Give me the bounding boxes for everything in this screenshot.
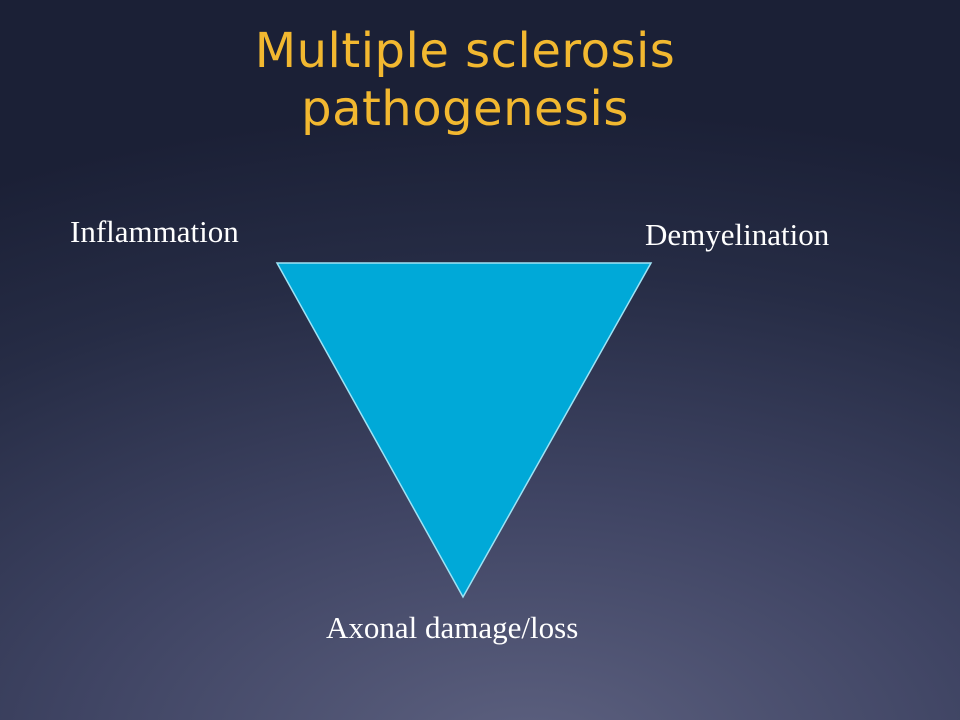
- title-line-1: Multiple sclerosis: [254, 23, 676, 79]
- title-line-2: pathogenesis: [301, 81, 629, 137]
- inflammation-label: Inflammation: [70, 214, 239, 249]
- demyelination-label: Demyelination: [645, 217, 830, 252]
- slide-title: Multiple sclerosis pathogenesis: [180, 22, 750, 138]
- axonal-damage-label: Axonal damage/loss: [326, 610, 579, 645]
- inverted-triangle: [275, 262, 653, 599]
